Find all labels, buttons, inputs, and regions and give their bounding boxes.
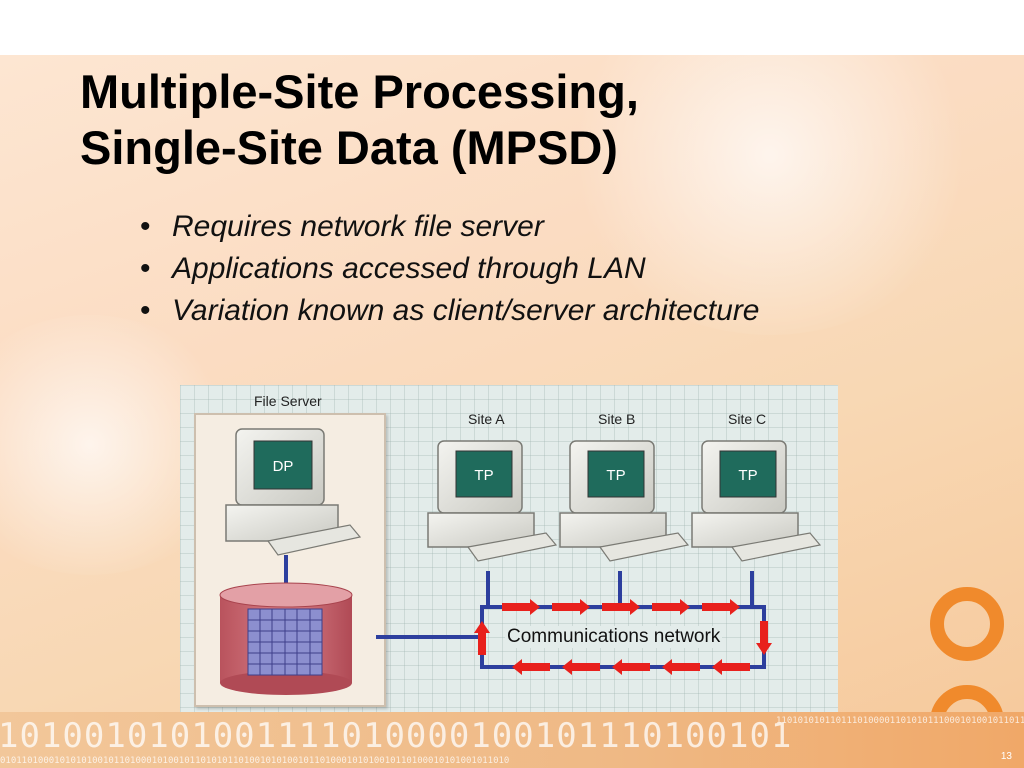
slide-title: Multiple-Site Processing, Single-Site Da… [80, 64, 980, 176]
title-line-1: Multiple-Site Processing, [80, 65, 639, 118]
site-b-label: Site B [598, 411, 636, 427]
site-b-computer-icon [559, 440, 690, 562]
network-arrows [474, 599, 772, 675]
bullet-text: Applications accessed through LAN [172, 252, 646, 285]
site-a-computer-icon [427, 440, 558, 562]
server-computer-icon [225, 428, 362, 556]
binary-footer-band: 1101010101101110100001101010111000101001… [0, 712, 1024, 768]
bullet-glyph: • [140, 294, 151, 327]
binary-decoration: 1010010101001111010000100101110100101 [0, 716, 793, 756]
decorative-ring [930, 587, 1004, 661]
binary-decoration-small: 1101010101101110100001101010111000101001… [776, 716, 1024, 726]
database-icon [219, 582, 353, 695]
mpsd-diagram: File Server Site A Site B Site C [180, 385, 838, 715]
file-server-label: File Server [254, 393, 322, 409]
bullet-glyph: • [140, 252, 151, 285]
bullet-text: Requires network file server [172, 210, 544, 243]
background-glow [560, 55, 980, 335]
bullet-item: • Variation known as client/server archit… [140, 290, 760, 332]
site-c-screen-label: TP [738, 467, 757, 484]
site-c-label: Site C [728, 411, 767, 427]
network-drawing: DP TP TP TP [219, 428, 822, 695]
server-screen-label: DP [273, 458, 294, 475]
bullet-list: • Requires network file server • Applicati… [140, 206, 760, 332]
network-label: Communications network [505, 626, 723, 648]
site-a-label: Site A [468, 411, 505, 427]
site-a-screen-label: TP [474, 467, 493, 484]
bullet-glyph: • [140, 210, 151, 243]
bullet-item: • Requires network file server [140, 206, 760, 248]
title-line-2: Single-Site Data (MPSD) [80, 121, 618, 174]
bullet-text: Variation known as client/server archite… [172, 294, 760, 327]
site-b-screen-label: TP [606, 467, 625, 484]
binary-decoration-small: 0101101000101010100101101000101001011010… [0, 756, 510, 766]
page-number: 13 [1000, 751, 1012, 762]
bullet-item: • Applications accessed through LAN [140, 248, 760, 290]
site-c-computer-icon [691, 440, 822, 562]
